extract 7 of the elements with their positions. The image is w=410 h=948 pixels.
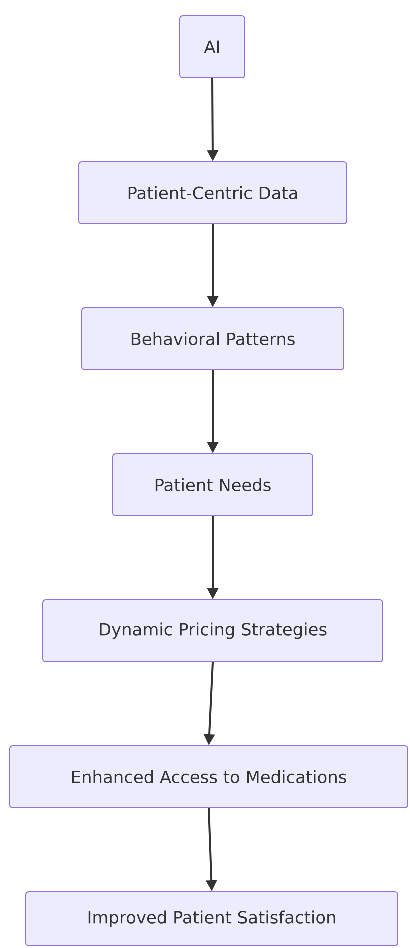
process-box: Enhanced Access to Medications — [10, 746, 408, 808]
process-box: Patient-Centric Data — [78, 162, 348, 224]
process-box: Dynamic Pricing Strategies — [42, 600, 384, 662]
process-box: Behavioral Patterns — [82, 308, 344, 370]
process-box: AI — [180, 16, 246, 78]
process-box: Improved Patient Satisfaction — [26, 892, 398, 946]
process-box: Patient Needs — [112, 454, 314, 516]
